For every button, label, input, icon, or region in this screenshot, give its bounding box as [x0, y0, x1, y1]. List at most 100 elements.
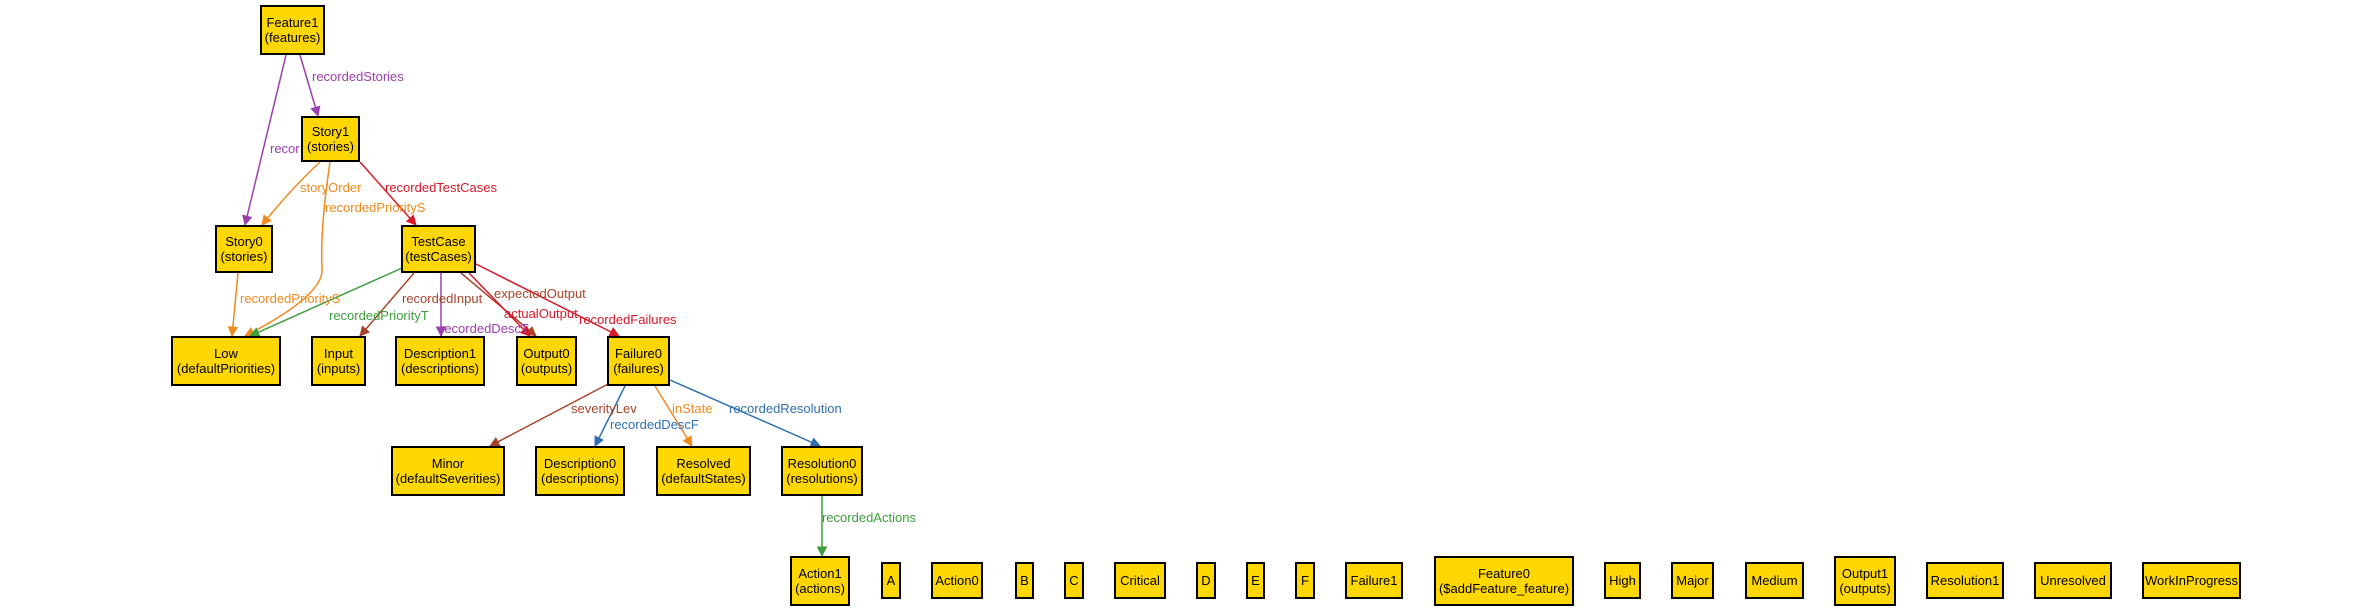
edge-story1-story0 [261, 161, 321, 226]
node-name: Action0 [935, 573, 979, 588]
edge-label-testcase-output0-actual: actualOutput [504, 306, 578, 321]
edge-testcase-failure0 [475, 263, 620, 337]
node-resolved[interactable]: Resolved(defaultStates) [656, 446, 751, 496]
node-action1[interactable]: Action1(actions) [790, 556, 850, 606]
node-name: Resolution0 [787, 456, 857, 471]
edge-testcase-low [249, 267, 403, 337]
node-name: Feature0 [1477, 566, 1531, 581]
node-signature: (outputs) [1839, 581, 1891, 596]
edge-label-testcase-output0-expected: expectedOutput [494, 286, 586, 301]
node-signature: (defaultPriorities) [176, 361, 276, 376]
edge-failure0-resolved [654, 385, 693, 447]
node-signature: (stories) [220, 249, 268, 264]
node-name: Resolved [676, 456, 731, 471]
node-signature: (stories) [307, 139, 354, 154]
edge-label-testcase-input: recordedInput [402, 291, 483, 306]
edge-story1-testcase [359, 161, 417, 226]
node-input[interactable]: Input(inputs) [311, 336, 366, 386]
node-name: A [886, 573, 896, 588]
node-name: Failure1 [1350, 573, 1398, 588]
edge-label-resolution0-action1: recordedActions [822, 510, 916, 525]
node-output1[interactable]: Output1(outputs) [1834, 556, 1896, 606]
node-f[interactable]: F [1295, 562, 1315, 599]
node-name: Story1 [311, 124, 350, 139]
edge-testcase-input [359, 272, 415, 337]
node-signature: (descriptions) [540, 471, 620, 486]
node-name: F [1301, 573, 1309, 588]
node-c[interactable]: C [1064, 562, 1084, 599]
node-name: Feature1 [266, 15, 319, 30]
node-name: Output1 [1841, 566, 1889, 581]
edge-label-story0-low: recordedPriorityS [240, 291, 341, 306]
node-name: Action1 [798, 566, 842, 581]
edge-label-failure0-description0: recordedDescF [610, 417, 699, 432]
node-minor[interactable]: Minor(defaultSeverities) [391, 446, 505, 496]
node-failure1[interactable]: Failure1 [1345, 562, 1403, 599]
node-medium[interactable]: Medium [1745, 562, 1804, 599]
node-name: B [1020, 573, 1029, 588]
node-description0[interactable]: Description0(descriptions) [535, 446, 625, 496]
node-unresolved[interactable]: Unresolved [2034, 562, 2112, 599]
node-failure0[interactable]: Failure0(failures) [607, 336, 670, 386]
edge-label-story1-story0: storyOrder [300, 180, 362, 195]
node-name: Description1 [403, 346, 477, 361]
node-name: E [1251, 573, 1260, 588]
edge-feature1-story1 [299, 54, 321, 118]
node-signature: (features) [264, 30, 321, 45]
node-signature: (resolutions) [786, 471, 858, 486]
edge-label-feature1-story1: recordedStories [312, 69, 404, 84]
node-name: Resolution1 [1930, 573, 2000, 588]
node-output0[interactable]: Output0(outputs) [516, 336, 577, 386]
node-signature: ($addFeature_feature) [1438, 581, 1570, 596]
node-b[interactable]: B [1015, 562, 1034, 599]
node-low[interactable]: Low(defaultPriorities) [171, 336, 281, 386]
node-name: WorkInProgress [2145, 573, 2238, 588]
edge-label-testcase-low: recordedPriorityT [329, 308, 429, 323]
node-name: Failure0 [615, 346, 662, 361]
node-high[interactable]: High [1604, 562, 1641, 599]
node-critical[interactable]: Critical [1114, 562, 1166, 599]
node-signature: (descriptions) [400, 361, 480, 376]
edge-label-testcase-failure0: recordedFailures [579, 312, 677, 327]
node-signature: (testCases) [405, 249, 472, 264]
edge-label-feature1-story0: recor [270, 141, 300, 156]
edge-label-failure0-resolved: inState [672, 401, 712, 416]
edge-feature1-story0 [242, 54, 287, 227]
edge-label-story1-low: recordedPriorityS [325, 200, 426, 215]
node-name: Medium [1751, 573, 1798, 588]
node-workinprogress[interactable]: WorkInProgress [2142, 562, 2241, 599]
edge-story1-low [244, 161, 331, 337]
node-name: Critical [1120, 573, 1160, 588]
node-resolution1[interactable]: Resolution1 [1926, 562, 2004, 599]
edge-label-testcase-description1: recordedDescT [440, 321, 529, 336]
edge-label-failure0-minor: severityLev [571, 401, 637, 416]
node-major[interactable]: Major [1671, 562, 1714, 599]
node-name: Description0 [543, 456, 617, 471]
node-d[interactable]: D [1196, 562, 1216, 599]
node-story1[interactable]: Story1(stories) [301, 116, 360, 162]
node-story0[interactable]: Story0(stories) [215, 225, 273, 273]
node-resolution0[interactable]: Resolution0(resolutions) [781, 446, 863, 496]
node-action0[interactable]: Action0 [931, 562, 983, 599]
node-feature1[interactable]: Feature1(features) [260, 5, 325, 55]
node-name: Unresolved [2040, 573, 2106, 588]
edge-testcase-output0-actual [468, 272, 531, 337]
node-e[interactable]: E [1246, 562, 1265, 599]
node-name: Low [214, 346, 238, 361]
node-signature: (inputs) [316, 361, 361, 376]
node-name: High [1609, 573, 1636, 588]
node-name: D [1201, 573, 1211, 588]
node-signature: (failures) [613, 361, 664, 376]
node-description1[interactable]: Description1(descriptions) [395, 336, 485, 386]
edge-failure0-minor [489, 382, 611, 447]
node-feature0[interactable]: Feature0($addFeature_feature) [1434, 556, 1574, 606]
node-signature: (defaultSeverities) [395, 471, 501, 486]
node-a[interactable]: A [881, 562, 901, 599]
edge-label-failure0-resolution0: recordedResolution [729, 401, 842, 416]
node-signature: (defaultStates) [661, 471, 746, 486]
node-name: Output0 [523, 346, 570, 361]
edge-label-story1-testcase: recordedTestCases [385, 180, 497, 195]
node-signature: (actions) [795, 581, 845, 596]
node-testcase[interactable]: TestCase(testCases) [401, 225, 476, 273]
